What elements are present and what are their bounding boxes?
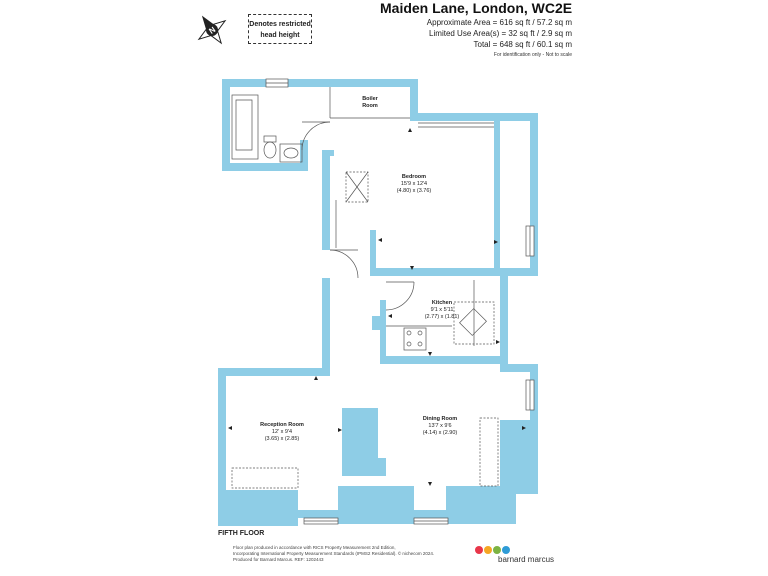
footer-line-1: Floor plan produced in accordance with R… [233,545,396,550]
compass-icon: N [197,15,227,45]
identification-note: For identification only - Not to scale [493,52,572,58]
dining-dim-metric: (4.14) x (2.90) [422,430,458,436]
bedroom-label: Bedroom 15'9 x 12'4 (4.80) x (3.76) [384,174,444,195]
boiler-room-label: Boiler Room [350,96,390,110]
bedroom-name: Bedroom [401,174,427,180]
restricted-line-1: Denotes restricted [249,21,311,28]
boiler-room-name-2: Room [362,103,378,109]
kitchen-label: Kitchen 9'1 x 5'11 (2.77) x (1.81) [414,300,470,321]
reception-dim-imperial: 12' x 9'4 [271,429,293,435]
brand-name: barnard marcus [498,555,555,564]
dining-room-label: Dining Room 13'7 x 9'6 (4.14) x (2.90) [410,416,470,437]
svg-text:N: N [207,25,217,36]
floor-label: FIFTH FLOOR [218,530,265,537]
page-title: Maiden Lane, London, WC2E [380,0,573,16]
bedroom-dim-imperial: 15'9 x 12'4 [400,181,428,187]
reception-room-name: Reception Room [260,422,304,428]
dining-dim-imperial: 13'7 x 9'6 [428,423,452,429]
interior-lines [231,78,535,525]
restricted-height-legend: Denotes restricted head height [248,14,312,44]
boiler-room-name: Boiler [362,96,378,102]
reception-dim-metric: (3.65) x (2.85) [264,436,300,442]
limited-use-area: Limited Use Area(s) = 32 sq ft / 2.9 sq … [429,29,572,38]
kitchen-name: Kitchen [431,300,453,306]
restricted-line-2: head height [260,32,300,39]
footer-line-3: Produced for Barnard Marcus. REF: 120244… [233,557,324,562]
bedroom-dim-metric: (4.80) x (3.76) [396,188,432,194]
footer-line-2: Incorporating International Property Mea… [233,551,435,556]
total-area: Total = 648 sq ft / 60.1 sq m [473,40,573,49]
dining-room-name: Dining Room [422,416,458,422]
brand-logo-dots [475,546,510,554]
reception-room-label: Reception Room 12' x 9'4 (3.65) x (2.85) [250,422,314,443]
kitchen-dim-metric: (2.77) x (1.81) [424,314,460,320]
approximate-area: Approximate Area = 616 sq ft / 57.2 sq m [426,18,572,27]
kitchen-dim-imperial: 9'1 x 5'11 [430,307,454,313]
footer-notes: Floor plan produced in accordance with R… [233,545,473,563]
ceiling-height-arrows [228,128,526,486]
walls [218,79,538,526]
